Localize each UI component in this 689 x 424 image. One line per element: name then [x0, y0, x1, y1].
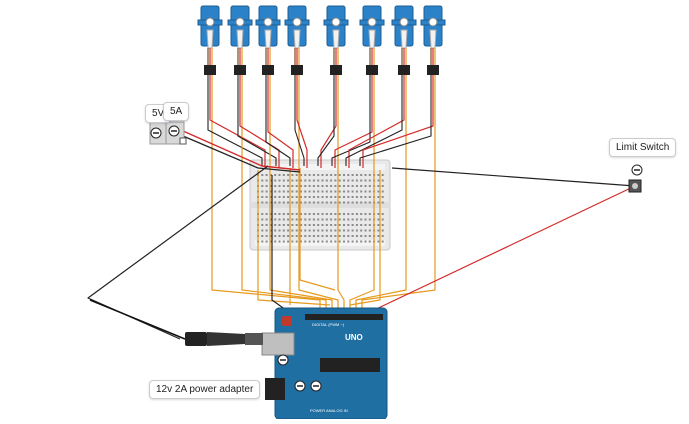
power-supply [149, 121, 187, 145]
servo-motor [197, 5, 223, 75]
servo-motor [391, 5, 417, 75]
servo-row [197, 5, 446, 75]
servo-motor [284, 5, 310, 75]
limit-switch [628, 164, 643, 193]
board-power-text: POWER ANALOG IN [310, 408, 348, 413]
adapter-label: 12v 2A power adapter [149, 380, 261, 399]
breadboard [249, 159, 391, 251]
board-brand: UNO [345, 333, 363, 342]
current-label: 5A [163, 102, 190, 121]
servo-motor [359, 5, 385, 75]
servo-motor [323, 5, 349, 75]
limit-switch-label: Limit Switch [609, 138, 677, 157]
board-header-text: DIGITAL (PWM ~) [312, 322, 345, 327]
servo-motor [227, 5, 253, 75]
power-adapter [89, 299, 263, 346]
servo-motor [420, 5, 446, 75]
arduino-uno: UNO DIGITAL (PWM ~) POWER ANALOG IN [261, 307, 388, 420]
servo-motor [255, 5, 281, 75]
